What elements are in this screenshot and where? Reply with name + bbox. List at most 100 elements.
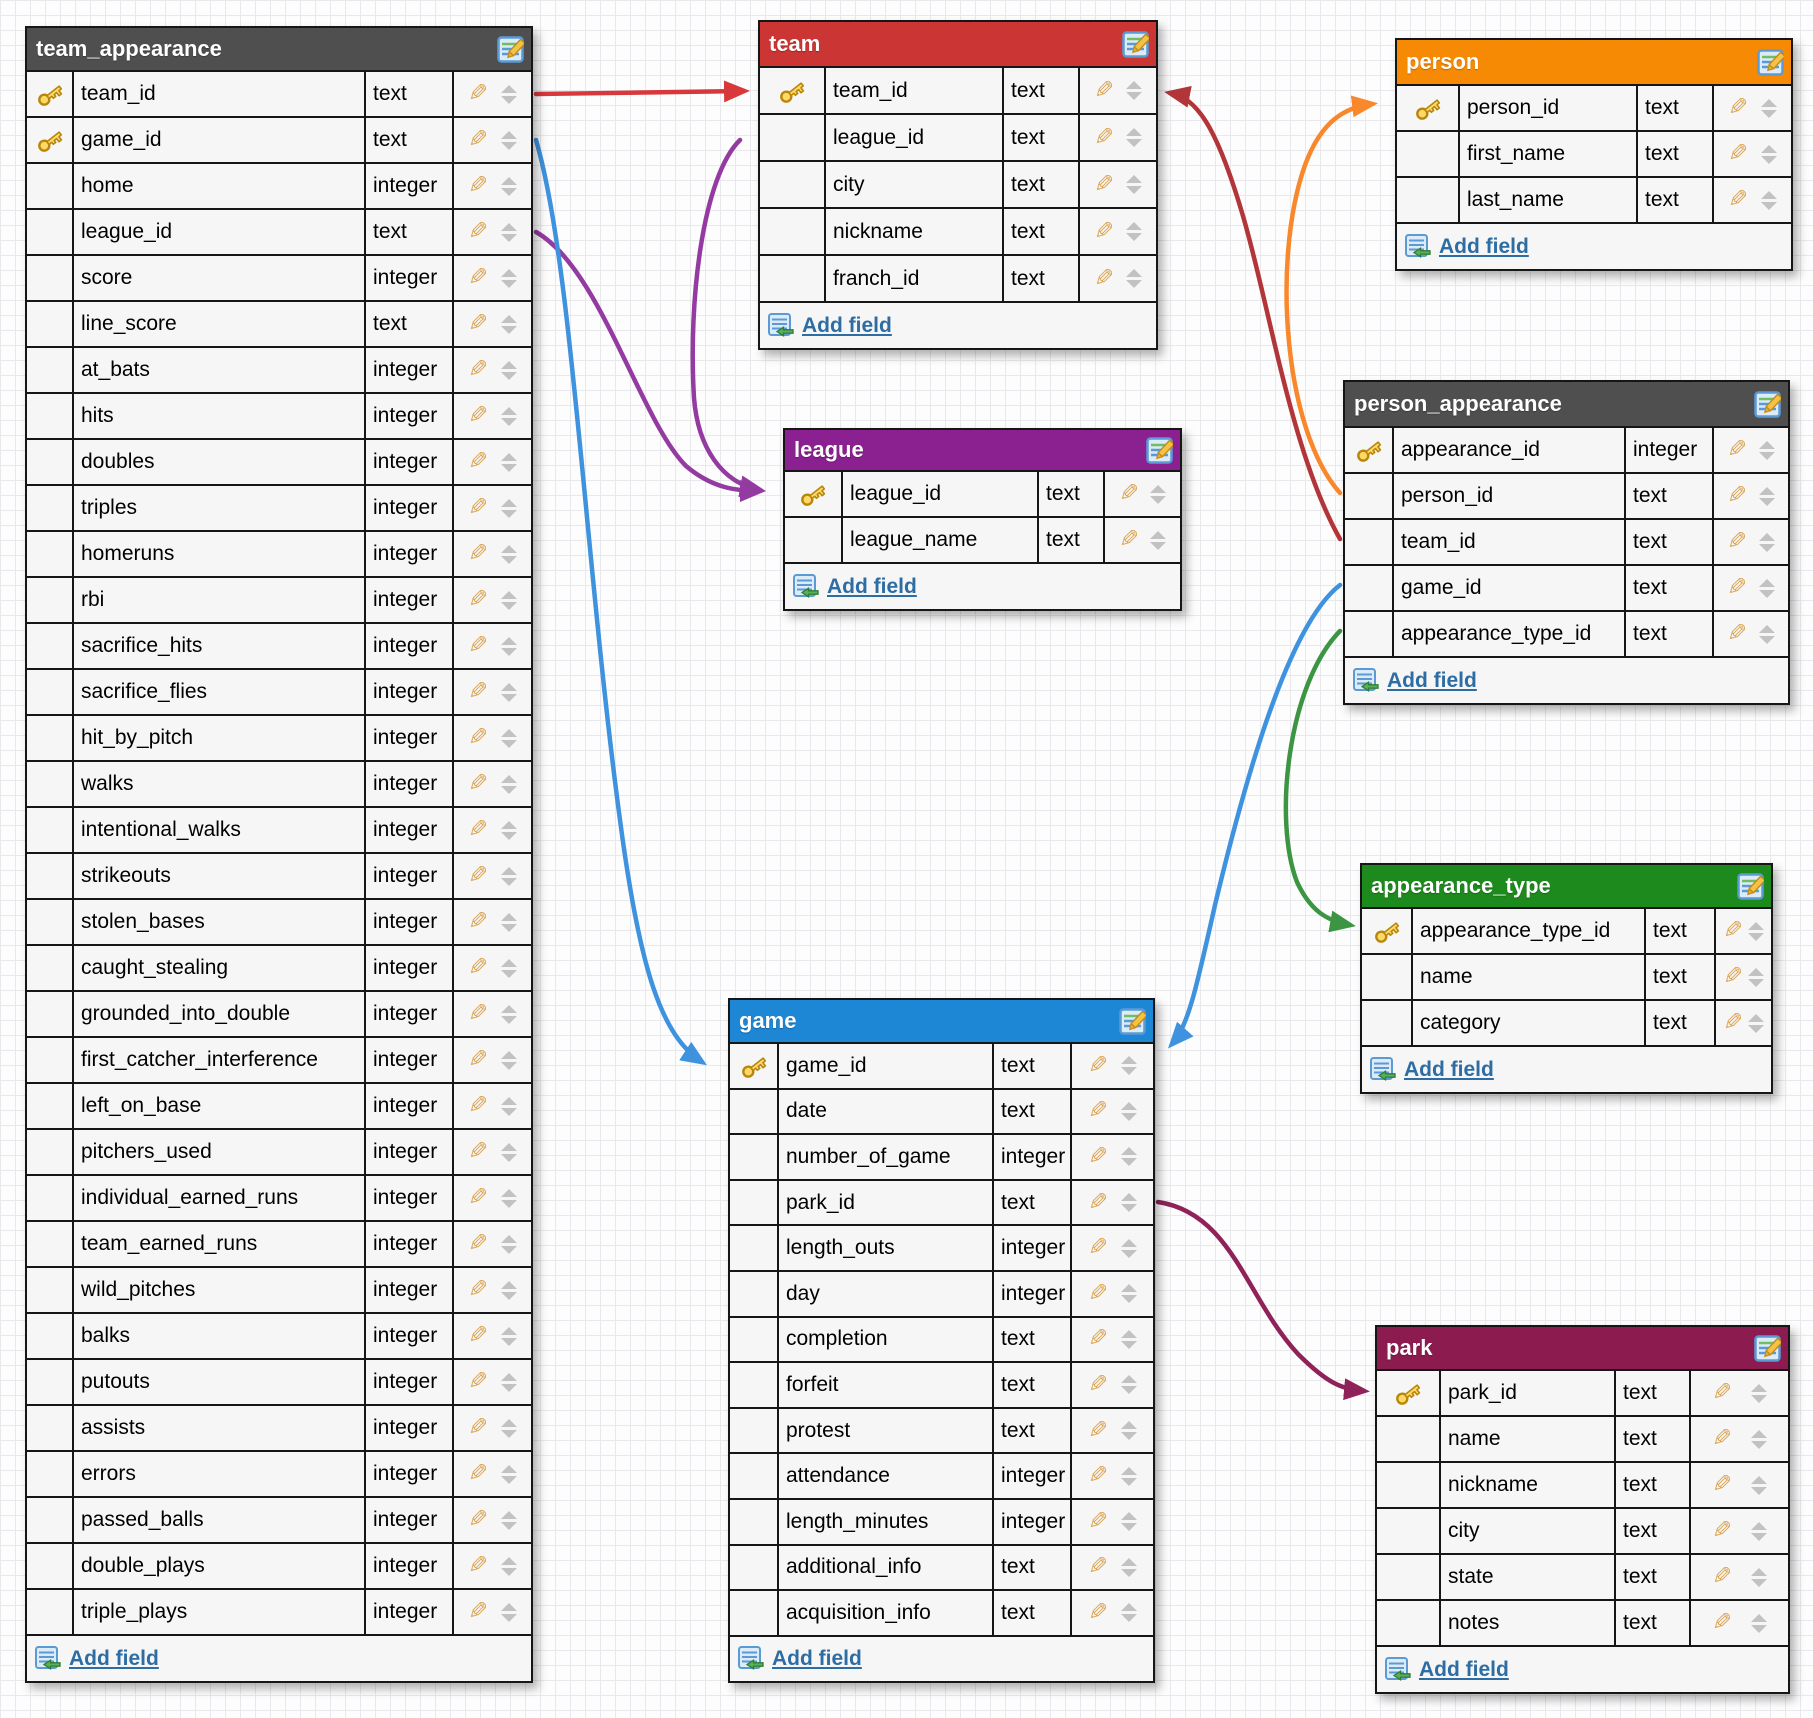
move-up-icon[interactable] — [500, 1096, 517, 1105]
table-header-team[interactable]: team — [760, 22, 1156, 66]
move-down-icon[interactable] — [500, 1199, 517, 1208]
edit-field-icon[interactable]: ✎ — [468, 402, 489, 429]
edit-field-icon[interactable]: ✎ — [1087, 1370, 1108, 1398]
move-down-icon[interactable] — [1121, 1067, 1138, 1076]
edit-field-icon[interactable]: ✎ — [1727, 482, 1748, 509]
reorder-field-icon[interactable] — [500, 1188, 517, 1208]
reorder-field-icon[interactable] — [1150, 530, 1167, 550]
move-up-icon[interactable] — [1760, 144, 1777, 153]
edit-table-icon[interactable] — [497, 35, 524, 63]
reorder-field-icon[interactable] — [500, 866, 517, 886]
move-down-icon[interactable] — [1760, 109, 1777, 118]
move-up-icon[interactable] — [1126, 269, 1143, 277]
reorder-field-icon[interactable] — [500, 1096, 517, 1116]
reorder-field-icon[interactable] — [500, 406, 517, 426]
edit-field-icon[interactable]: ✎ — [1087, 1234, 1108, 1262]
move-up-icon[interactable] — [1126, 175, 1143, 183]
edit-field-icon[interactable]: ✎ — [468, 1506, 489, 1533]
move-down-icon[interactable] — [500, 693, 517, 702]
move-up-icon[interactable] — [1748, 921, 1765, 930]
move-down-icon[interactable] — [500, 785, 517, 794]
move-down-icon[interactable] — [500, 647, 517, 656]
move-up-icon[interactable] — [1121, 1284, 1138, 1293]
add-field-link[interactable]: Add field — [1419, 1657, 1509, 1681]
edit-field-icon[interactable]: ✎ — [1727, 528, 1748, 555]
reorder-field-icon[interactable] — [500, 268, 517, 288]
move-up-icon[interactable] — [500, 544, 517, 553]
reorder-field-icon[interactable] — [1758, 578, 1775, 598]
reorder-field-icon[interactable] — [500, 682, 517, 702]
move-up-icon[interactable] — [500, 1372, 517, 1381]
move-down-icon[interactable] — [500, 417, 517, 426]
move-down-icon[interactable] — [500, 279, 517, 288]
reorder-field-icon[interactable] — [1121, 1238, 1138, 1258]
move-up-icon[interactable] — [500, 1326, 517, 1335]
move-up-icon[interactable] — [1751, 1521, 1768, 1530]
reorder-field-icon[interactable] — [1751, 1567, 1768, 1587]
edit-field-icon[interactable]: ✎ — [1727, 574, 1748, 601]
edit-field-icon[interactable]: ✎ — [468, 954, 489, 981]
edit-field-icon[interactable]: ✎ — [468, 448, 489, 475]
reorder-field-icon[interactable] — [1751, 1521, 1768, 1541]
move-down-icon[interactable] — [1121, 1386, 1138, 1395]
edit-field-icon[interactable]: ✎ — [1087, 1325, 1108, 1353]
edit-field-icon[interactable]: ✎ — [468, 172, 489, 199]
table-header-person[interactable]: person — [1397, 40, 1791, 84]
reorder-field-icon[interactable] — [500, 1602, 517, 1622]
edit-table-icon[interactable] — [1119, 1007, 1146, 1035]
move-down-icon[interactable] — [1751, 1440, 1768, 1449]
reorder-field-icon[interactable] — [500, 1418, 517, 1438]
edit-field-icon[interactable]: ✎ — [468, 908, 489, 935]
move-up-icon[interactable] — [500, 1464, 517, 1473]
edit-field-icon[interactable]: ✎ — [1087, 1142, 1108, 1170]
reorder-field-icon[interactable] — [1751, 1429, 1768, 1449]
move-up-icon[interactable] — [500, 176, 517, 185]
edit-field-icon[interactable]: ✎ — [1087, 1051, 1108, 1079]
add-field-link[interactable]: Add field — [827, 574, 917, 598]
table-header-game[interactable]: game — [730, 1000, 1153, 1042]
reorder-field-icon[interactable] — [1760, 98, 1777, 118]
move-down-icon[interactable] — [1758, 543, 1775, 552]
move-down-icon[interactable] — [1126, 280, 1143, 288]
edit-field-icon[interactable]: ✎ — [1093, 217, 1115, 245]
move-down-icon[interactable] — [500, 1291, 517, 1300]
move-up-icon[interactable] — [500, 1050, 517, 1059]
edit-field-icon[interactable]: ✎ — [468, 1460, 489, 1487]
move-down-icon[interactable] — [1748, 1024, 1765, 1033]
move-down-icon[interactable] — [1121, 1295, 1138, 1304]
move-up-icon[interactable] — [500, 406, 517, 415]
move-down-icon[interactable] — [1121, 1158, 1138, 1167]
move-up-icon[interactable] — [1126, 128, 1143, 136]
edit-table-icon[interactable] — [1737, 872, 1764, 900]
table-header-appearance_type[interactable]: appearance_type — [1362, 865, 1771, 907]
move-up-icon[interactable] — [500, 1004, 517, 1013]
move-down-icon[interactable] — [500, 509, 517, 518]
reorder-field-icon[interactable] — [500, 176, 517, 196]
move-down-icon[interactable] — [500, 1429, 517, 1438]
reorder-field-icon[interactable] — [1748, 1013, 1765, 1033]
reorder-field-icon[interactable] — [1748, 921, 1765, 941]
edit-field-icon[interactable]: ✎ — [1118, 480, 1139, 507]
reorder-field-icon[interactable] — [1121, 1056, 1138, 1076]
move-up-icon[interactable] — [500, 958, 517, 967]
edit-field-icon[interactable]: ✎ — [1087, 1598, 1108, 1626]
edit-field-icon[interactable]: ✎ — [468, 586, 489, 613]
move-up-icon[interactable] — [1758, 578, 1775, 587]
reorder-field-icon[interactable] — [500, 1280, 517, 1300]
edit-field-icon[interactable]: ✎ — [468, 1000, 489, 1027]
reorder-field-icon[interactable] — [500, 912, 517, 932]
edit-field-icon[interactable]: ✎ — [468, 678, 489, 705]
edit-field-icon[interactable]: ✎ — [1727, 620, 1748, 647]
reorder-field-icon[interactable] — [500, 544, 517, 564]
reorder-field-icon[interactable] — [1121, 1421, 1138, 1441]
move-down-icon[interactable] — [500, 1107, 517, 1116]
move-up-icon[interactable] — [500, 866, 517, 875]
edit-field-icon[interactable]: ✎ — [468, 632, 489, 659]
move-down-icon[interactable] — [500, 877, 517, 886]
reorder-field-icon[interactable] — [500, 84, 517, 104]
move-down-icon[interactable] — [500, 463, 517, 472]
add-field-link[interactable]: Add field — [1439, 234, 1529, 258]
move-up-icon[interactable] — [1121, 1193, 1138, 1202]
reorder-field-icon[interactable] — [1760, 190, 1777, 210]
